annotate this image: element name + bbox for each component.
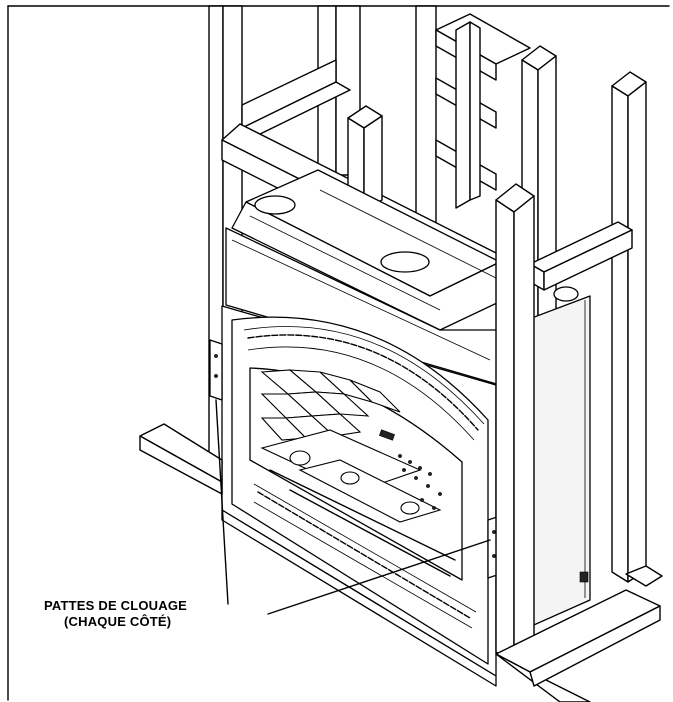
fireplace-top [231,169,521,331]
ember-dots [398,454,442,510]
callout-line-2: (CHAQUE CÔTÉ) [64,614,172,629]
front-framing [139,183,663,702]
nailing-tab-left [209,339,223,401]
back-wall-framing [208,5,647,583]
nailing-tabs-callout: PATTES DE CLOUAGE (CHAQUE CÔTÉ) [44,598,187,630]
callout-line-1: PATTES DE CLOUAGE [44,598,188,613]
callout-leader-lines [215,399,491,615]
